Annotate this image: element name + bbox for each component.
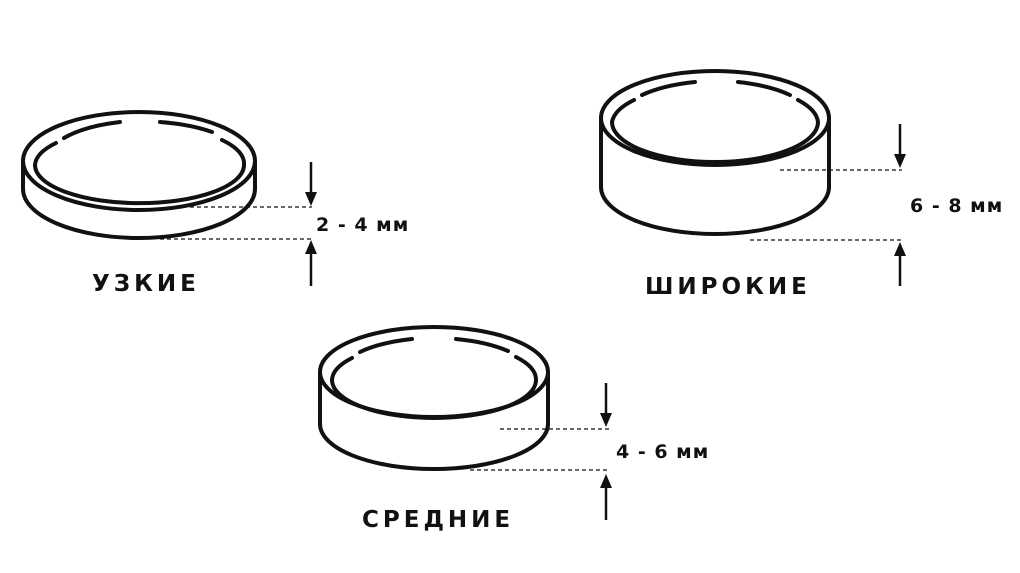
ring-narrow: 2 - 4 мм УЗКИЕ xyxy=(21,110,409,297)
medium-ring-title: СРЕДНИЕ xyxy=(362,507,514,533)
medium-width-label: 4 - 6 мм xyxy=(616,441,709,463)
narrow-down-arrow xyxy=(305,162,317,206)
narrow-up-arrow xyxy=(305,240,317,286)
ring-medium-drawing xyxy=(318,325,550,471)
wide-up-arrow xyxy=(894,242,906,286)
narrow-ring-title: УЗКИЕ xyxy=(92,271,200,297)
wide-down-arrow xyxy=(894,124,906,168)
wide-width-label: 6 - 8 мм xyxy=(910,195,1003,217)
ring-medium: 4 - 6 мм СРЕДНИЕ xyxy=(318,325,709,533)
narrow-width-label: 2 - 4 мм xyxy=(316,214,409,236)
ring-wide: 6 - 8 мм ШИРОКИЕ xyxy=(599,69,1003,300)
ring-narrow-drawing xyxy=(21,110,257,240)
medium-down-arrow xyxy=(600,383,612,427)
ring-wide-drawing xyxy=(599,69,831,236)
medium-up-arrow xyxy=(600,474,612,520)
wide-ring-title: ШИРОКИЕ xyxy=(645,274,811,300)
